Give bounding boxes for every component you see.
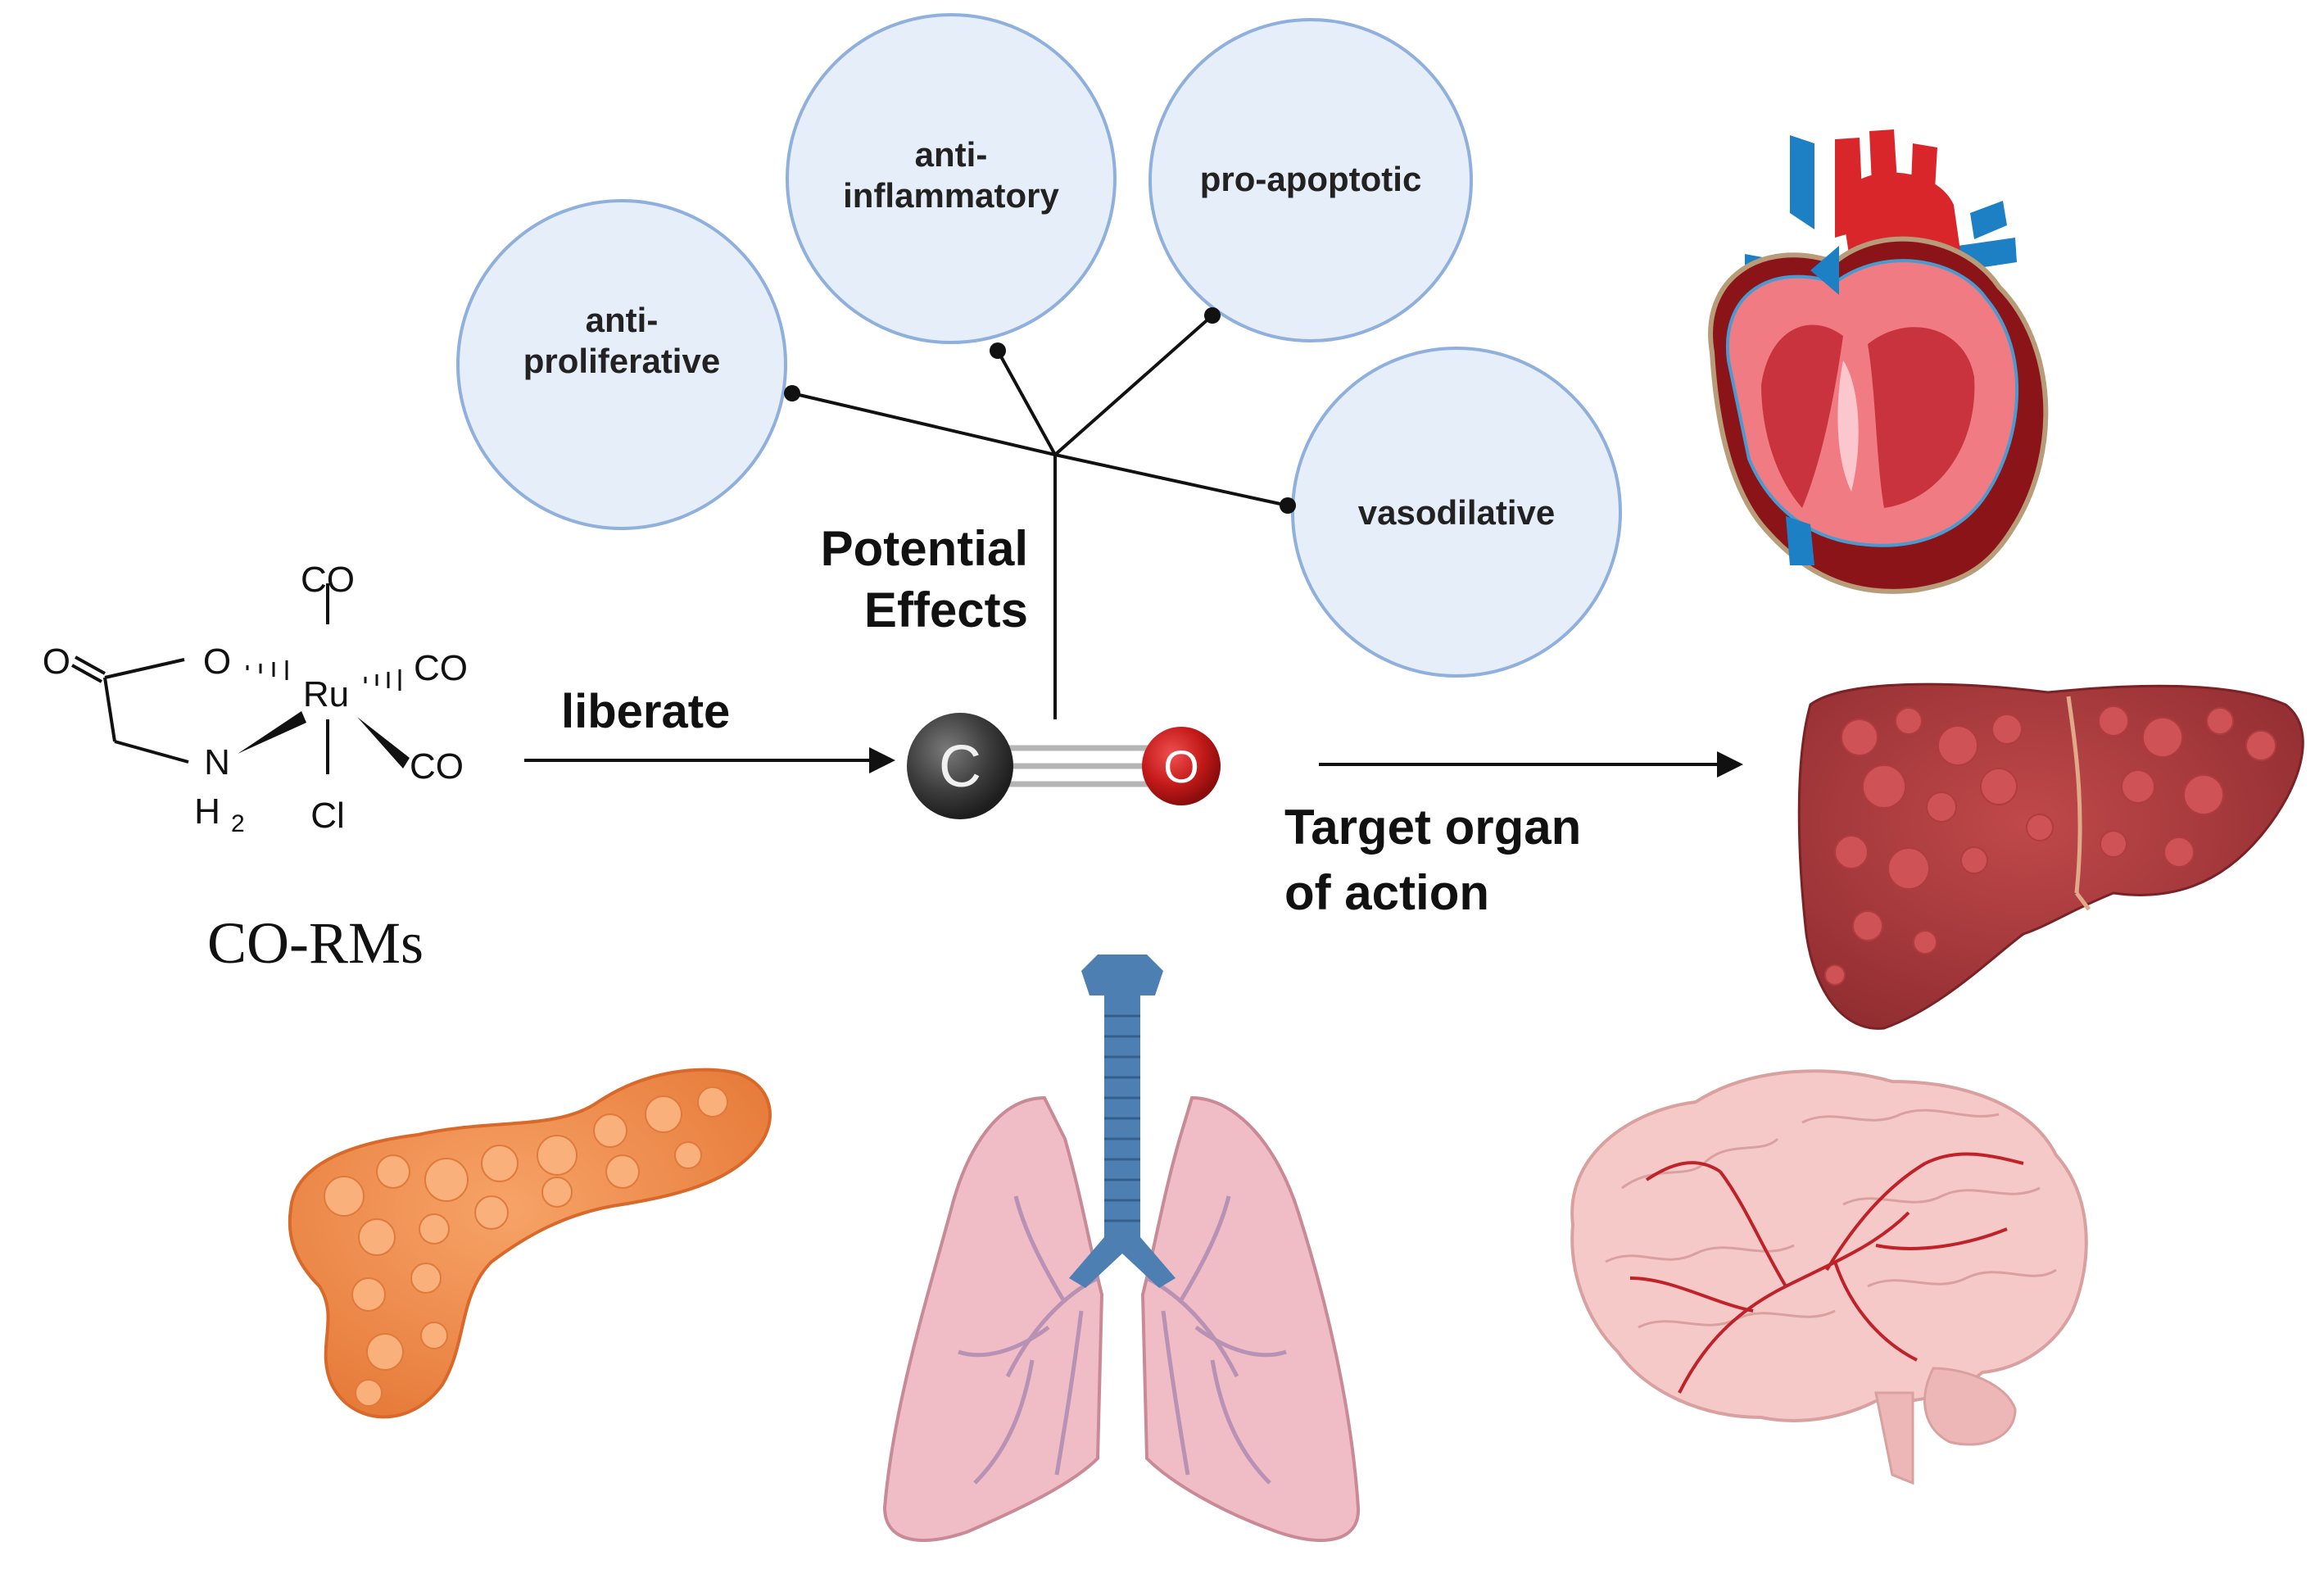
trachea	[1069, 955, 1176, 1288]
effect-label: vasodilative	[1358, 493, 1555, 532]
effect-bubble-vasodilative: vasodilative	[1291, 347, 1622, 678]
molecule-caption: CO-RMs	[207, 910, 424, 976]
effect-bubble-pro-apoptotic: pro-apoptotic	[1148, 18, 1473, 342]
connector-endpoints	[784, 307, 1296, 514]
effect-label-line1: anti-	[586, 301, 659, 339]
heart-icon	[1708, 129, 2049, 594]
pancreas-icon	[288, 1068, 772, 1419]
liberate-label: liberate	[561, 685, 730, 738]
carbon-label: C	[939, 734, 981, 800]
atom-h-subscript: 2	[231, 810, 245, 837]
carbon-monoxide-molecule: C O	[907, 713, 1221, 819]
carbon-atom	[907, 713, 1013, 819]
atom-co-right: CO	[414, 648, 468, 688]
oxygen-label: O	[1163, 741, 1199, 792]
target-label-line1: Target organ	[1284, 800, 1581, 855]
atom-cl: Cl	[310, 796, 345, 836]
liver-icon	[1797, 682, 2304, 1030]
effects-connector-tree	[791, 314, 1289, 719]
co-rm-molecule-structure: CO O O Ru CO N H 2 CO Cl	[43, 560, 468, 837]
effects-heading-line1: Potential	[821, 521, 1028, 576]
atom-n: N	[204, 742, 230, 782]
effects-heading-line2: Effects	[864, 583, 1028, 637]
atom-co-lower: CO	[410, 746, 464, 787]
atom-h: H	[194, 791, 220, 832]
effect-label-line2: proliferative	[523, 342, 720, 380]
target-label-line2: of action	[1284, 865, 1489, 920]
effect-label: pro-apoptotic	[1200, 160, 1422, 198]
effect-label-line2: inflammatory	[843, 176, 1059, 215]
atom-o-ring: O	[203, 642, 231, 682]
effect-bubble-anti-proliferative: anti- proliferative	[456, 199, 787, 530]
oxygen-atom	[1142, 727, 1221, 805]
brain-icon	[1570, 1069, 2088, 1485]
lungs-icon	[882, 955, 1361, 1542]
effect-label-line1: anti-	[915, 135, 988, 174]
effect-bubble-anti-inflammatory: anti- inflammatory	[786, 13, 1117, 344]
atom-ru: Ru	[303, 674, 349, 714]
atom-co-top: CO	[301, 560, 355, 600]
atom-o-carbonyl: O	[43, 642, 70, 682]
